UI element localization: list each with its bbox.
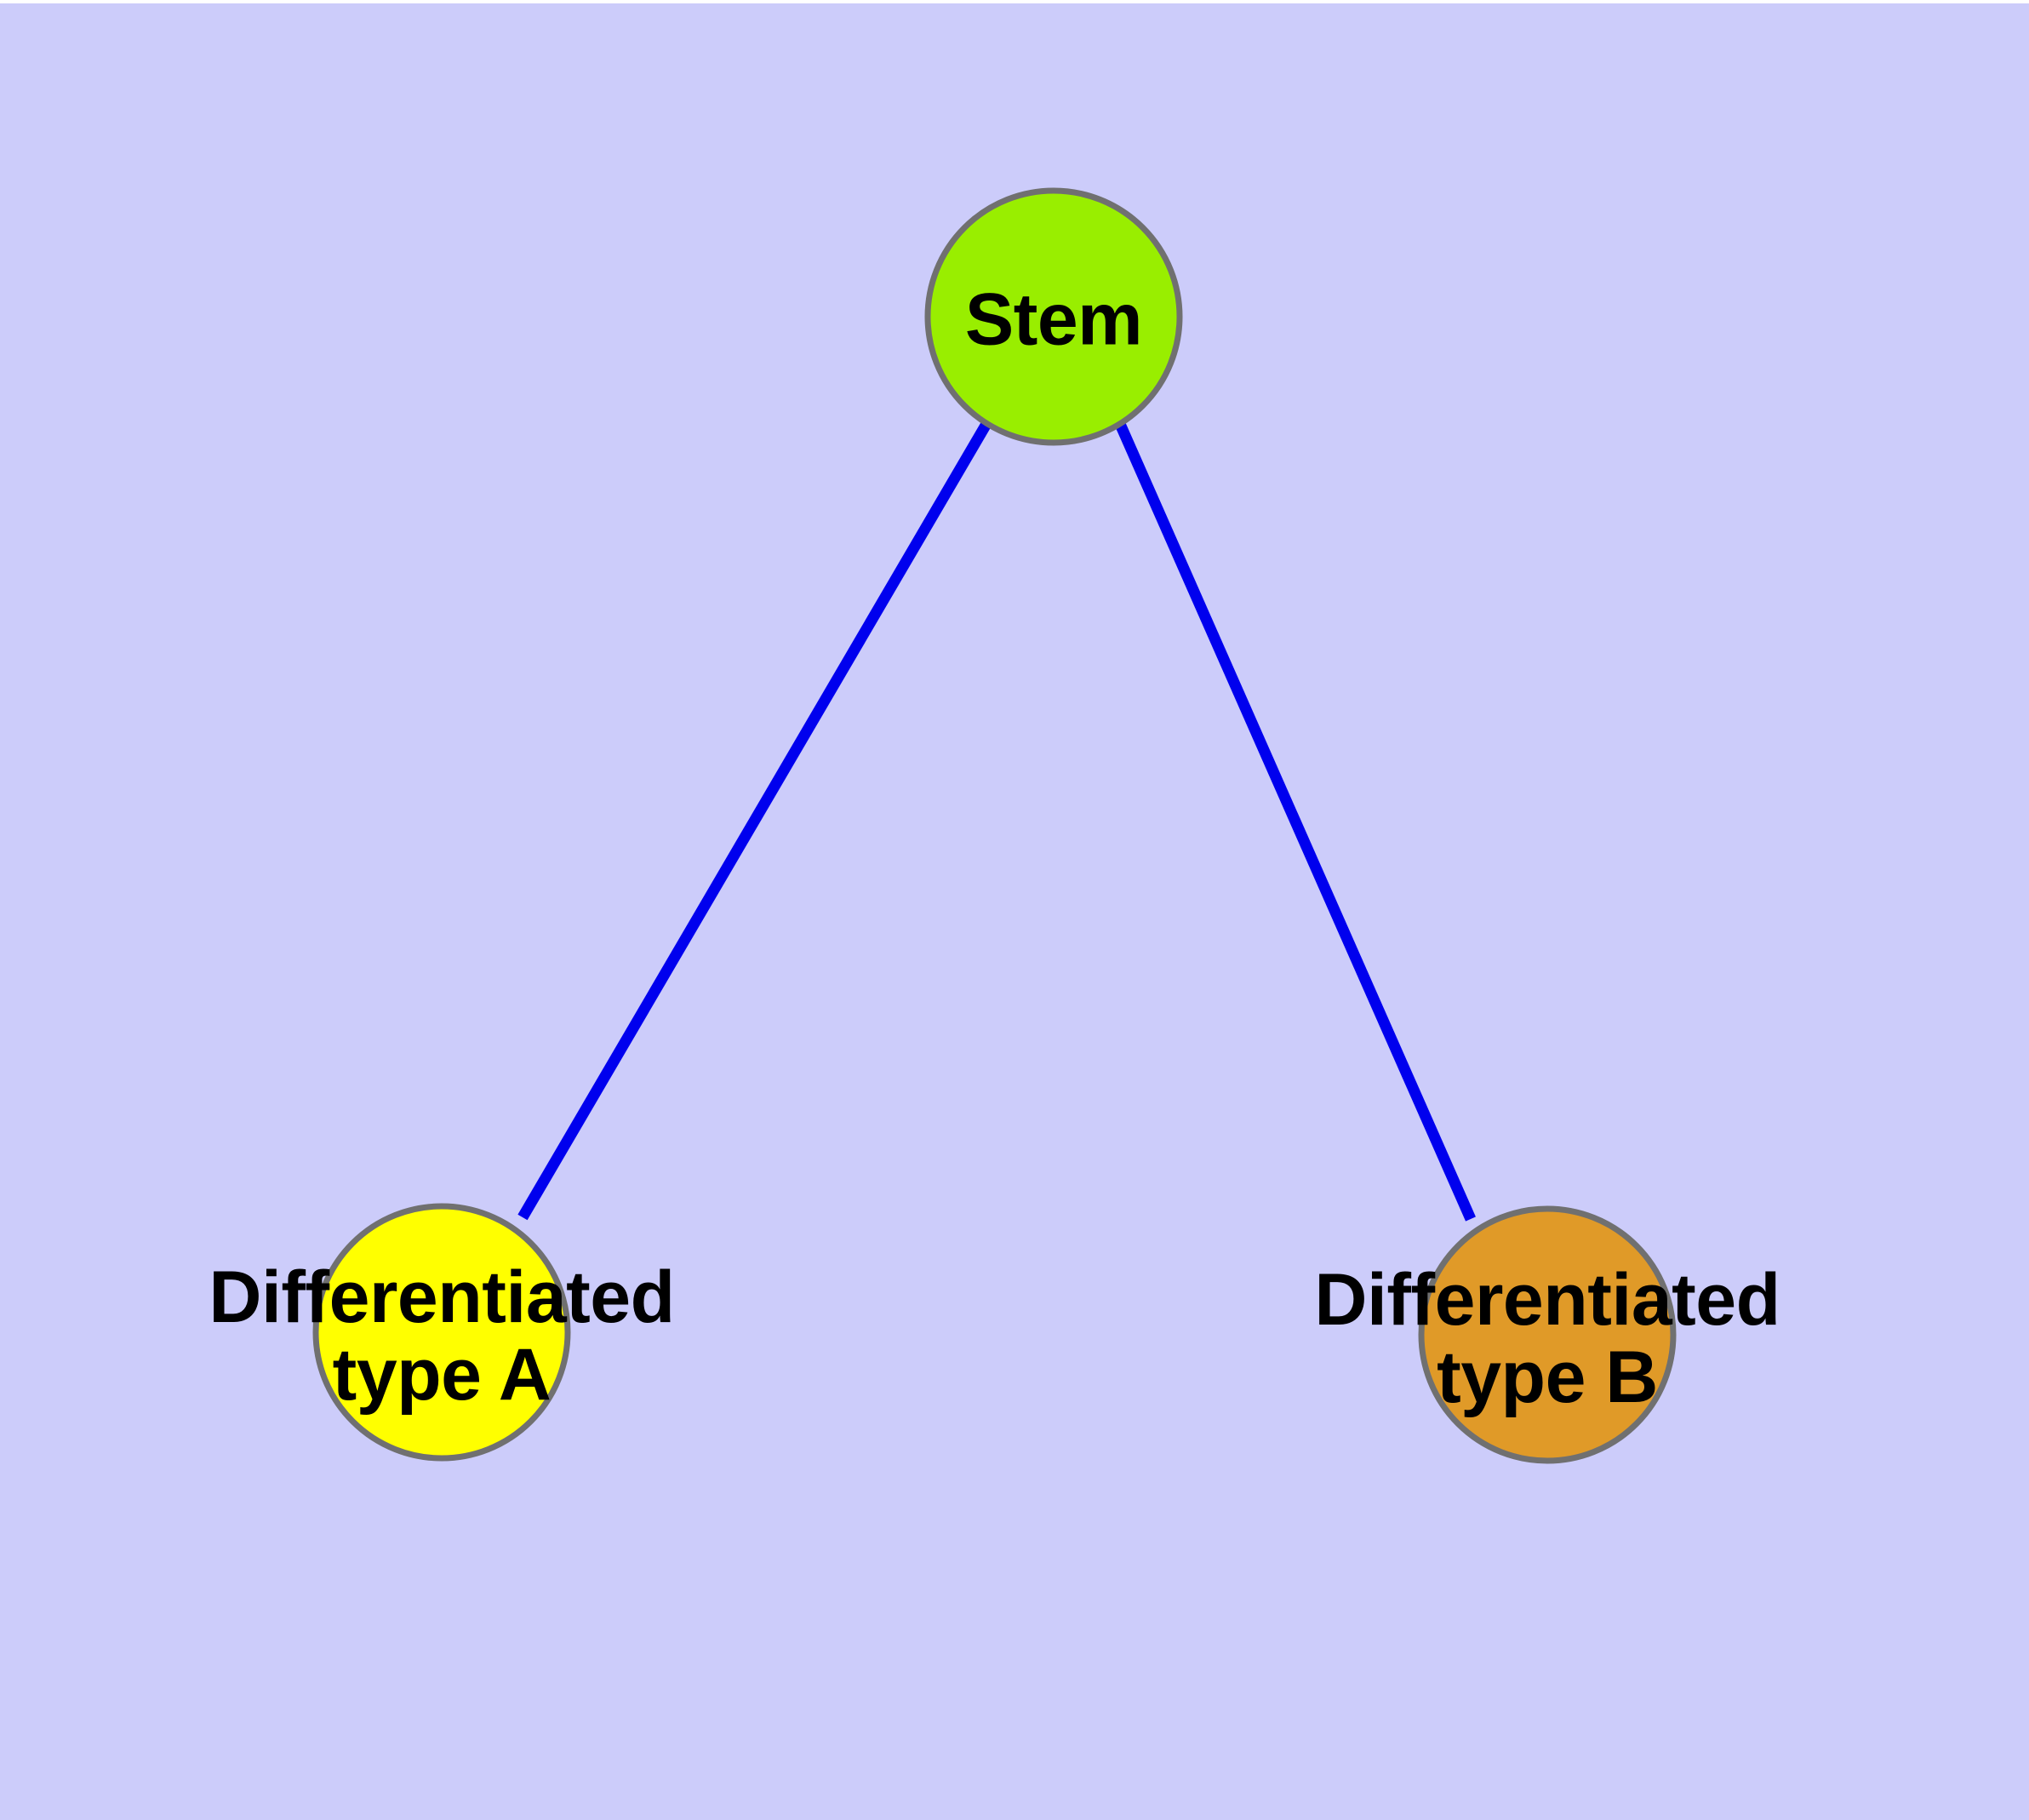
edge-stem-to-differentiated-type-b[interactable] <box>1115 421 1476 1222</box>
node-differentiated-type-b[interactable] <box>1418 1205 1677 1464</box>
node-stem[interactable] <box>924 187 1183 446</box>
edge-stem-to-differentiated-type-a[interactable] <box>517 421 992 1221</box>
node-group <box>312 187 1677 1464</box>
node-differentiated-type-a[interactable] <box>312 1203 571 1462</box>
edge-group <box>517 421 1476 1222</box>
